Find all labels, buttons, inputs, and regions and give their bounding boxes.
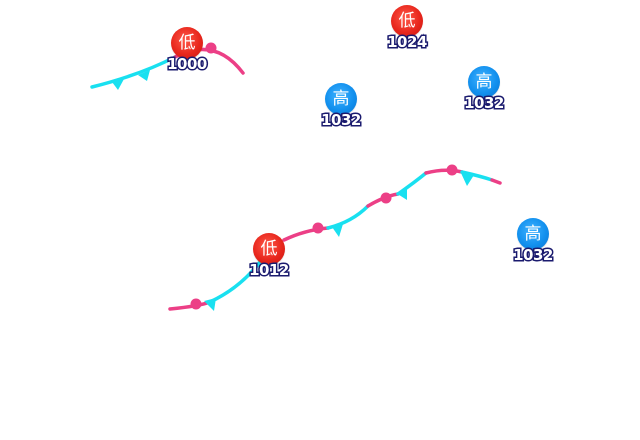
warm-front-segment: [490, 178, 502, 185]
cold-front-triangle: [332, 224, 343, 237]
pressure-value: 1032: [320, 110, 363, 131]
low-pressure-icon: 低: [391, 5, 423, 37]
warm-front-semicircle: [380, 192, 392, 204]
pressure-value: 1024: [386, 32, 429, 53]
low-pressure-icon: 低: [253, 233, 285, 265]
warm-front-semicircle: [190, 298, 202, 310]
high-pressure-icon: 高: [517, 218, 549, 250]
warm-front-segment: [168, 300, 212, 311]
high-pressure-icon: 高: [468, 66, 500, 98]
high-pressure-center[interactable]: 高 1032: [454, 66, 514, 114]
cold-front-triangle: [112, 79, 124, 90]
low-pressure-center[interactable]: 低 1000: [157, 27, 217, 75]
pressure-value: 1012: [248, 260, 291, 281]
pressure-value: 1032: [463, 93, 506, 114]
low-pressure-center[interactable]: 低 1012: [239, 233, 299, 281]
high-pressure-center[interactable]: 高 1032: [503, 218, 563, 266]
warm-front-segment: [282, 226, 330, 242]
warm-front-semicircle: [205, 42, 217, 54]
cold-front-triangle: [461, 173, 474, 186]
cold-front-triangle: [204, 298, 216, 311]
low-pressure-center[interactable]: 低 1024: [377, 5, 437, 53]
front-central: [168, 164, 502, 311]
low-pressure-icon: 低: [171, 27, 203, 59]
cold-front-triangle: [396, 188, 407, 200]
cold-front-segment: [90, 55, 177, 89]
cold-front-segment: [326, 204, 370, 230]
pressure-value: 1000: [166, 54, 209, 75]
cold-front-triangle: [138, 70, 150, 81]
high-pressure-center[interactable]: 高 1032: [311, 83, 371, 131]
warm-front-semicircle: [446, 164, 458, 176]
cold-front-segment: [460, 170, 494, 182]
pressure-value: 1032: [512, 245, 555, 266]
high-pressure-icon: 高: [325, 83, 357, 115]
warm-front-segment: [424, 168, 464, 175]
warm-front-semicircle: [312, 222, 324, 234]
